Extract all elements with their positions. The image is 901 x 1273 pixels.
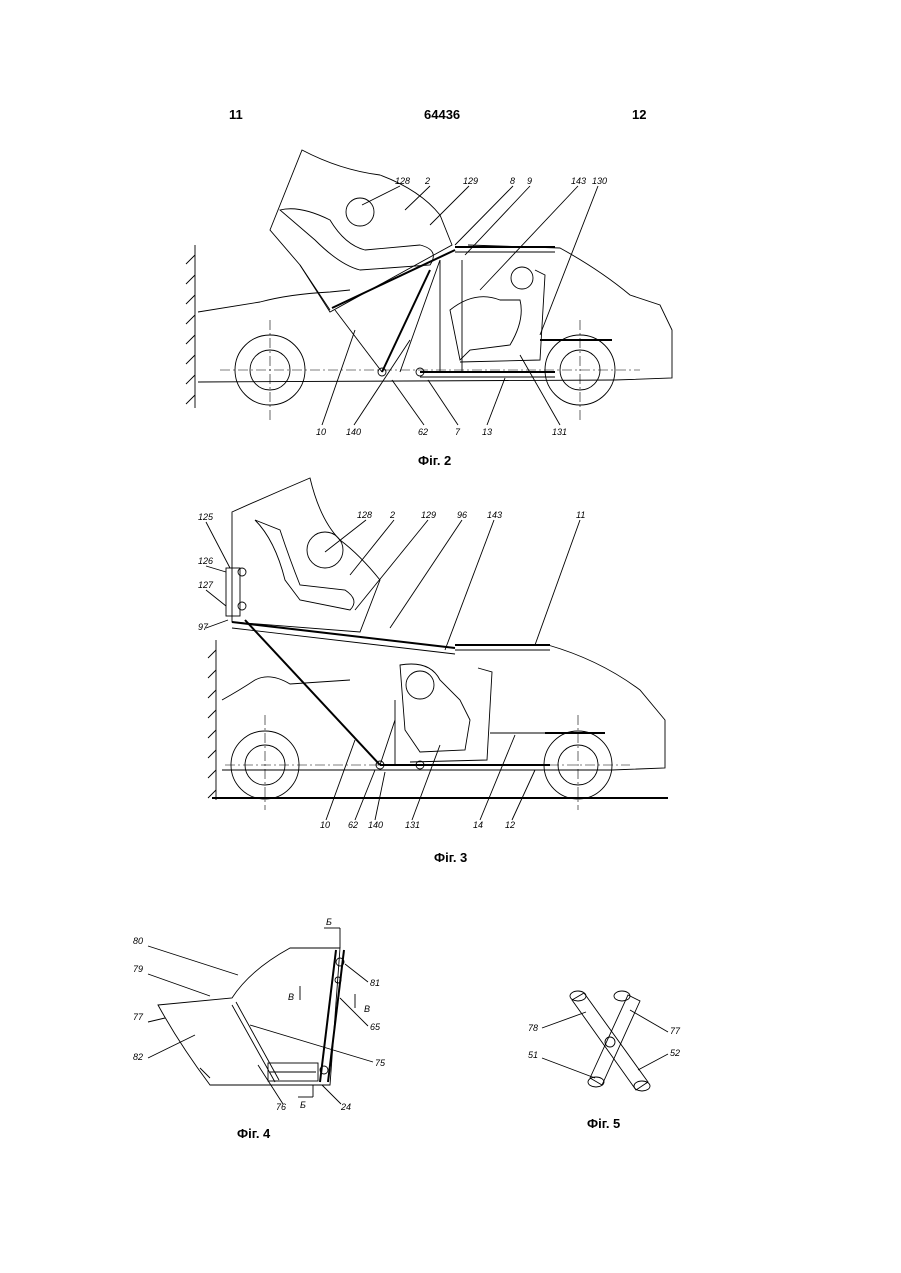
fig3-car-rear: [548, 645, 665, 770]
fig3-label-10: 10: [320, 820, 330, 830]
fig2-label-13: 13: [482, 427, 492, 437]
fig2-label-143: 143: [571, 176, 586, 186]
fig3-seat: [410, 668, 492, 762]
fig3-label-131: 131: [405, 820, 420, 830]
fig3-car-hood: [222, 677, 350, 700]
fig4-label-79: 79: [133, 964, 143, 974]
fig3-label-127: 127: [198, 580, 214, 590]
fig2-label-10: 10: [316, 427, 326, 437]
fig4-label-75: 75: [375, 1058, 386, 1068]
fig3-label-97: 97: [198, 622, 209, 632]
fig2-label-9: 9: [527, 176, 532, 186]
fig5-label-51: 51: [528, 1050, 538, 1060]
fig3-label-2: 2: [389, 510, 395, 520]
fig4-label-b-top: Б: [326, 917, 332, 927]
fig2-passenger-upper: [280, 209, 433, 270]
fig2-upper-module: [270, 150, 452, 312]
fig3-label-129: 129: [421, 510, 436, 520]
figure-3-drawing: 125 128 2 129 96 143 11 126 127 97 10 62…: [198, 478, 668, 830]
fig3-label-11: 11: [576, 510, 585, 520]
fig3-passenger-lower: [400, 664, 470, 752]
fig3-label-12: 12: [505, 820, 515, 830]
figure-4-drawing: 80 79 77 82 Б 81 В В 65 75 76 Б 24: [133, 917, 386, 1112]
fig4-label-77: 77: [133, 1012, 144, 1022]
fig4-body-section: [158, 948, 340, 1085]
fig2-label-129: 129: [463, 176, 478, 186]
fig2-label-8: 8: [510, 176, 515, 186]
fig2-label-2: 2: [424, 176, 430, 186]
fig4-label-24: 24: [340, 1102, 351, 1112]
fig2-label-140: 140: [346, 427, 361, 437]
fig2-passenger-lower: [450, 297, 521, 360]
fig2-label-131: 131: [552, 427, 567, 437]
fig5-label-78: 78: [528, 1023, 538, 1033]
fig4-label-80: 80: [133, 936, 143, 946]
fig3-label-96: 96: [457, 510, 467, 520]
fig3-label-125: 125: [198, 512, 214, 522]
fig5-label-77: 77: [670, 1026, 681, 1036]
fig2-label-62: 62: [418, 427, 428, 437]
fig5-label-52: 52: [670, 1048, 680, 1058]
fig4-rail: [320, 950, 336, 1082]
fig3-label-140: 140: [368, 820, 383, 830]
figure-5-drawing: 78 77 51 52: [528, 991, 681, 1091]
fig3-upper-module: [232, 478, 380, 632]
fig4-label-v-right: В: [364, 1004, 370, 1014]
fig2-seat: [460, 270, 545, 362]
fig4-label-65: 65: [370, 1022, 381, 1032]
fig3-extended-rail: [232, 622, 455, 648]
fig4-label-v-left: В: [288, 992, 294, 1002]
fig3-label-126: 126: [198, 556, 213, 566]
fig3-passenger-upper: [255, 520, 354, 610]
fig4-label-81: 81: [370, 978, 380, 988]
fig2-label-130: 130: [592, 176, 607, 186]
fig4-label-76: 76: [276, 1102, 286, 1112]
fig3-label-143: 143: [487, 510, 502, 520]
fig4-label-b-bottom: Б: [300, 1100, 306, 1110]
fig3-label-62: 62: [348, 820, 358, 830]
fig2-label-128: 128: [395, 176, 410, 186]
fig5-caption: Фіг. 5: [587, 1116, 620, 1131]
fig4-caption: Фіг. 4: [237, 1126, 270, 1141]
fig2-label-7: 7: [455, 427, 461, 437]
fig2-car-hood: [198, 290, 350, 312]
fig2-car-floor: [198, 380, 615, 382]
fig3-caption: Фіг. 3: [434, 850, 467, 865]
fig3-label-128: 128: [357, 510, 372, 520]
fig4-label-82: 82: [133, 1052, 143, 1062]
figure-2-drawing: 128 2 129 8 9 143 130 10 140 62 7 13 131: [186, 150, 672, 437]
fig2-caption: Фіг. 2: [418, 453, 451, 468]
fig2-car-rear: [468, 245, 672, 380]
fig3-end-bracket: [226, 568, 240, 616]
fig3-label-14: 14: [473, 820, 483, 830]
